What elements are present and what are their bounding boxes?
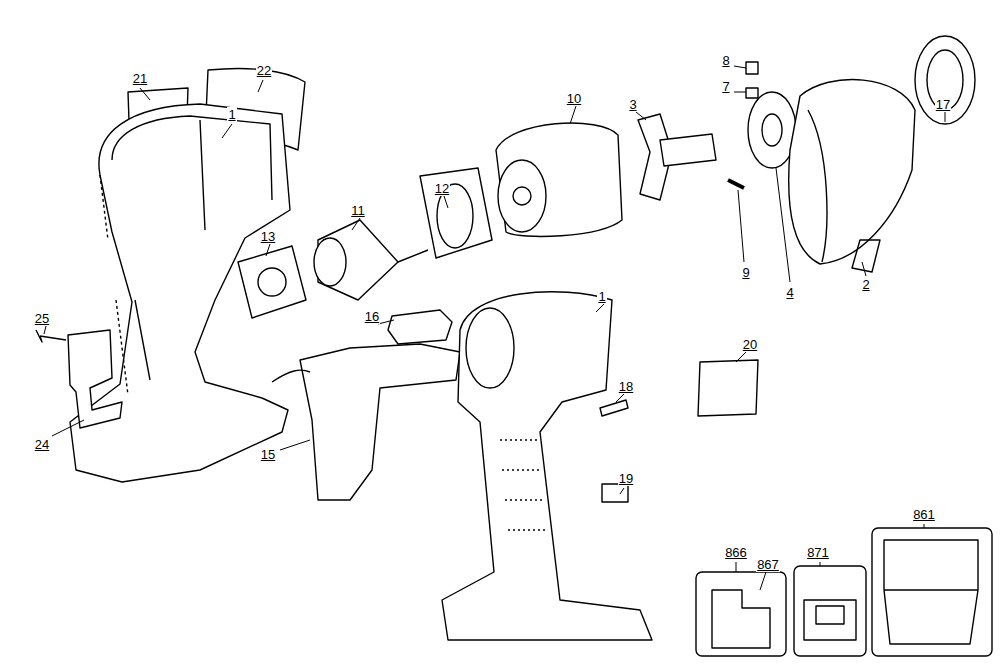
housing-detail — [112, 116, 272, 380]
callout-number: 7 — [721, 79, 730, 94]
housing-assembled — [442, 292, 652, 640]
callout-number: 3 — [628, 97, 637, 112]
brush-plate — [238, 246, 306, 318]
callout-number: 22 — [256, 63, 272, 78]
belt-clip — [68, 330, 122, 428]
detent-pin — [746, 62, 758, 74]
callout-number: 15 — [260, 447, 276, 462]
carry-case — [884, 540, 978, 644]
ring-gear — [420, 168, 492, 258]
switch-wires — [272, 370, 310, 382]
lever — [388, 310, 452, 344]
motor-shaft — [398, 250, 428, 262]
callout-number: 1 — [597, 289, 606, 304]
hammer-bore — [513, 187, 531, 205]
callout-number: 25 — [34, 311, 50, 326]
motor-fan — [314, 238, 346, 286]
callout-number: 20 — [742, 337, 758, 352]
callout-number: 9 — [741, 265, 750, 280]
pin — [728, 180, 744, 188]
inset-frame — [794, 566, 866, 656]
nose-cone — [789, 80, 915, 264]
callout-number: 1 — [227, 107, 236, 122]
anvil-drive — [660, 134, 716, 166]
vent-ring — [466, 308, 514, 388]
callout-number: 2 — [861, 277, 870, 292]
callout-number: 24 — [34, 437, 50, 452]
callout-number: 10 — [566, 91, 582, 106]
washer — [748, 92, 796, 168]
switch — [300, 344, 460, 500]
inset-frame — [872, 528, 992, 656]
callout-number: 867 — [756, 557, 780, 572]
label-sticker — [698, 360, 758, 416]
callout-number: 8 — [721, 53, 730, 68]
hammer-face — [498, 160, 546, 232]
callout-number: 16 — [364, 309, 380, 324]
hammer-assembly — [496, 123, 622, 236]
washer-hole — [762, 114, 782, 146]
detent-spring — [746, 88, 758, 98]
charger — [804, 600, 856, 640]
battery-pack — [712, 590, 770, 648]
callout-number: 866 — [724, 545, 748, 560]
nose-cone-detail — [808, 110, 880, 272]
connector-block — [602, 484, 628, 502]
screw — [600, 400, 628, 416]
inset-frame — [696, 572, 786, 656]
callout-number: 861 — [912, 507, 936, 522]
brush-plate-hole — [258, 268, 286, 296]
callout-number: 17 — [935, 97, 951, 112]
callout-number: 19 — [618, 471, 634, 486]
callout-number: 11 — [350, 203, 366, 218]
screw — [36, 330, 66, 342]
grip-texture — [500, 440, 548, 530]
callout-number: 12 — [434, 181, 450, 196]
callout-number: 21 — [132, 71, 148, 86]
callout-number: 871 — [806, 545, 830, 560]
callout-number: 13 — [260, 229, 276, 244]
callout-number: 4 — [785, 285, 794, 300]
callout-number: 18 — [618, 379, 634, 394]
leader-lines — [44, 66, 945, 590]
bumper-ring — [915, 36, 975, 124]
